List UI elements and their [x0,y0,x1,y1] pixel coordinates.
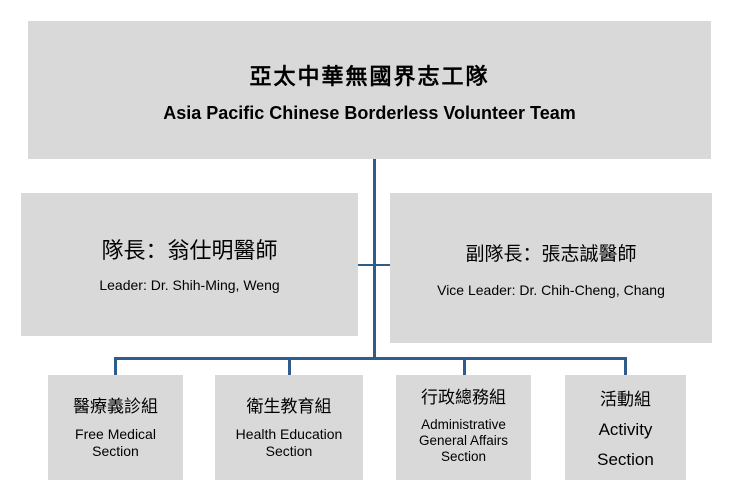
connector-section-3 [463,357,466,375]
section-name-zh: 醫療義診組 [73,397,158,417]
leader-box: 隊長：翁仕明醫師 Leader: Dr. Shih-Ming, Weng [21,193,358,336]
team-title-box: 亞太中華無國界志工隊 Asia Pacific Chinese Borderle… [28,21,711,159]
leader-title-zh: 隊長：翁仕明醫師 [101,239,278,264]
vice-leader-title-zh: 副隊長：張志誠醫師 [465,243,637,265]
connector-section-1 [114,357,117,375]
section-name-zh: 衛生教育組 [246,397,332,417]
section-activity: 活動組 Activity Section [565,375,686,480]
connector-section-4 [624,357,627,375]
section-name-en: Activity Section [597,420,654,469]
connector-vice-branch [376,264,390,266]
vice-leader-box: 副隊長：張志誠醫師 Vice Leader: Dr. Chih-Cheng, C… [390,193,712,343]
connector-section-2 [288,357,291,375]
section-name-zh: 活動組 [600,390,651,410]
section-name-zh: 行政總務組 [421,388,506,408]
connector-leader-branch [358,264,373,266]
section-free-medical: 醫療義診組 Free Medical Section [48,375,183,480]
section-name-en: Administrative General Affairs Section [418,417,509,464]
section-administrative: 行政總務組 Administrative General Affairs Sec… [396,375,531,480]
connector-trunk [373,159,376,359]
leader-title-en: Leader: Dr. Shih-Ming, Weng [99,277,280,293]
connector-sections-bar [114,357,627,360]
team-name-zh: 亞太中華無國界志工隊 [249,64,490,90]
section-health-education: 衛生教育組 Health Education Section [215,375,363,480]
section-name-en: Free Medical Section [75,426,156,459]
section-name-en: Health Education Section [235,426,343,459]
vice-leader-title-en: Vice Leader: Dr. Chih-Cheng, Chang [437,282,665,298]
team-name-en: Asia Pacific Chinese Borderless Voluntee… [163,103,576,123]
